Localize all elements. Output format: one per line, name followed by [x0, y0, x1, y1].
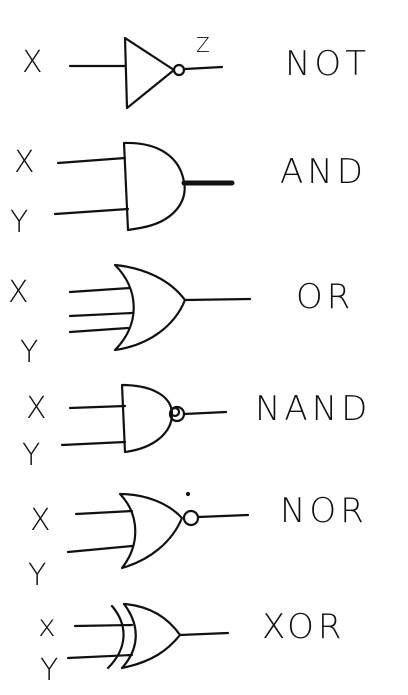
not-inversion-bubble	[172, 63, 186, 77]
or-input-y-label: Y	[20, 335, 38, 370]
xor-input-x-label: x	[38, 609, 56, 644]
xor-output-wire	[178, 631, 230, 637]
nor-input-y-label: Y	[28, 558, 46, 593]
nor-input-wire-y	[66, 544, 134, 554]
not-gate-name: NOT	[285, 44, 370, 84]
and-input-y-label: Y	[10, 205, 28, 240]
nand-input-y-label: Y	[22, 438, 40, 473]
xor-gate-body	[120, 602, 182, 670]
nand-gate-body	[120, 383, 174, 454]
nor-inversion-bubble	[182, 509, 200, 527]
xor-extra-input-arc	[106, 604, 125, 670]
nand-input-wire-y	[60, 440, 127, 447]
and-gate-name: AND	[280, 152, 367, 192]
not-input-x-label: X	[22, 45, 43, 80]
nor-input-wire-x	[74, 509, 134, 516]
nor-output-wire	[196, 513, 250, 519]
nor-ink-dot	[185, 491, 191, 497]
not-gate: X Z NOT	[22, 33, 370, 110]
or-gate-body	[113, 263, 187, 352]
and-gate: X Y AND	[10, 141, 367, 240]
xor-input-y-label: Y	[40, 653, 58, 688]
or-gate: X Y OR	[8, 263, 354, 370]
not-output-z-label: Z	[196, 33, 210, 57]
or-input-wire-x-2	[68, 311, 134, 318]
nor-gate-body	[118, 492, 184, 570]
nand-inversion-bubble-inner	[169, 406, 181, 418]
nor-gate-name: NOR	[280, 491, 368, 531]
and-input-wire-x	[56, 156, 127, 165]
nor-input-x-label: X	[30, 503, 51, 538]
or-gate-name: OR	[296, 277, 354, 317]
nand-gate: X Y NAND	[22, 383, 371, 473]
not-gate-body	[123, 36, 176, 110]
nand-output-wire	[182, 410, 228, 416]
nand-gate-name: NAND	[255, 389, 371, 429]
or-input-wire-y	[68, 326, 130, 334]
not-output-wire	[183, 65, 224, 71]
nand-input-x-label: X	[26, 391, 47, 426]
xor-input-wire-y	[66, 653, 134, 660]
xor-gate-name: XOR	[262, 607, 346, 647]
or-input-wire-x-1	[68, 286, 132, 294]
and-input-wire-y	[53, 207, 130, 216]
nand-input-wire-x	[68, 404, 127, 410]
or-output-wire	[183, 297, 252, 302]
and-gate-body	[122, 141, 186, 232]
nor-gate: X Y NOR	[28, 491, 368, 593]
xor-gate: x Y XOR	[38, 602, 346, 688]
and-input-x-label: X	[14, 145, 35, 180]
or-input-x-label: X	[8, 275, 29, 310]
